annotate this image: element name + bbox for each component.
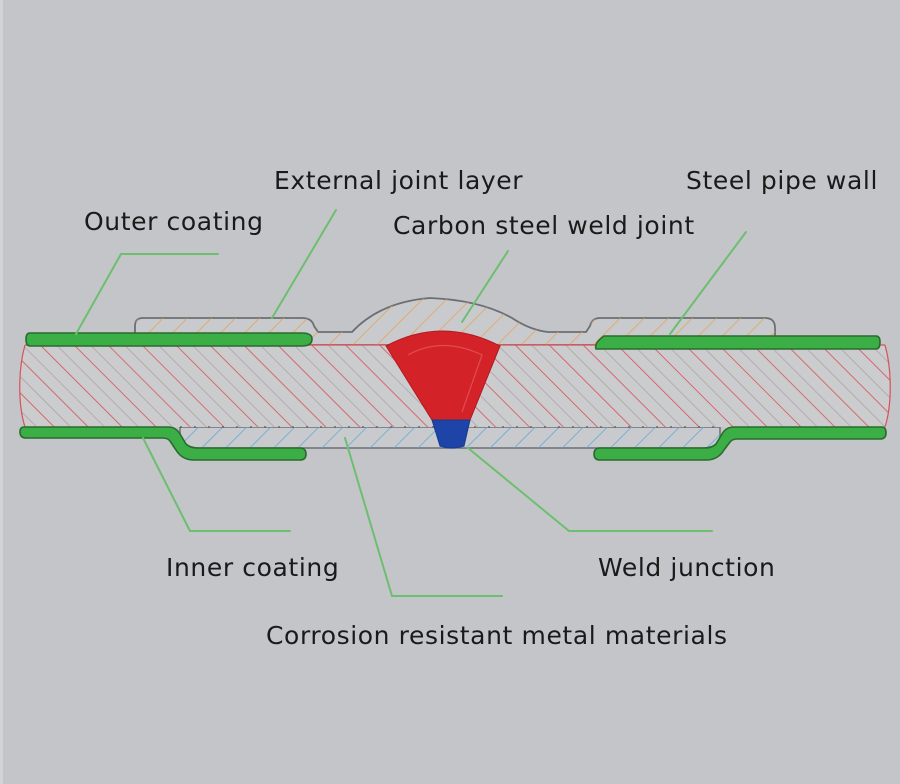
label-weld-junction: Weld junction xyxy=(598,553,776,582)
label-carbon-steel-weld-joint: Carbon steel weld joint xyxy=(393,211,695,240)
leader-carbon-steel-weld xyxy=(461,250,509,323)
carbon-steel-weld xyxy=(385,330,501,421)
label-inner-coating: Inner coating xyxy=(166,553,340,582)
leader-outer-coating xyxy=(75,253,219,335)
label-corrosion-resistant: Corrosion resistant metal materials xyxy=(266,621,728,650)
leader-corrosion-resistant xyxy=(344,437,503,597)
outer-coating xyxy=(25,332,881,350)
leader-external-joint-layer xyxy=(271,209,337,319)
weld-root xyxy=(431,419,471,449)
leader-inner-coating xyxy=(142,437,291,532)
inner-coating xyxy=(19,426,887,461)
label-outer-coating: Outer coating xyxy=(84,207,264,236)
leader-weld-junction xyxy=(467,447,713,532)
label-steel-pipe-wall: Steel pipe wall xyxy=(686,166,878,195)
leader-steel-pipe-wall xyxy=(669,231,747,335)
label-external-joint-layer: External joint layer xyxy=(274,166,524,195)
weld-inner-highlight xyxy=(407,345,483,413)
left-edge-strip xyxy=(0,0,3,784)
